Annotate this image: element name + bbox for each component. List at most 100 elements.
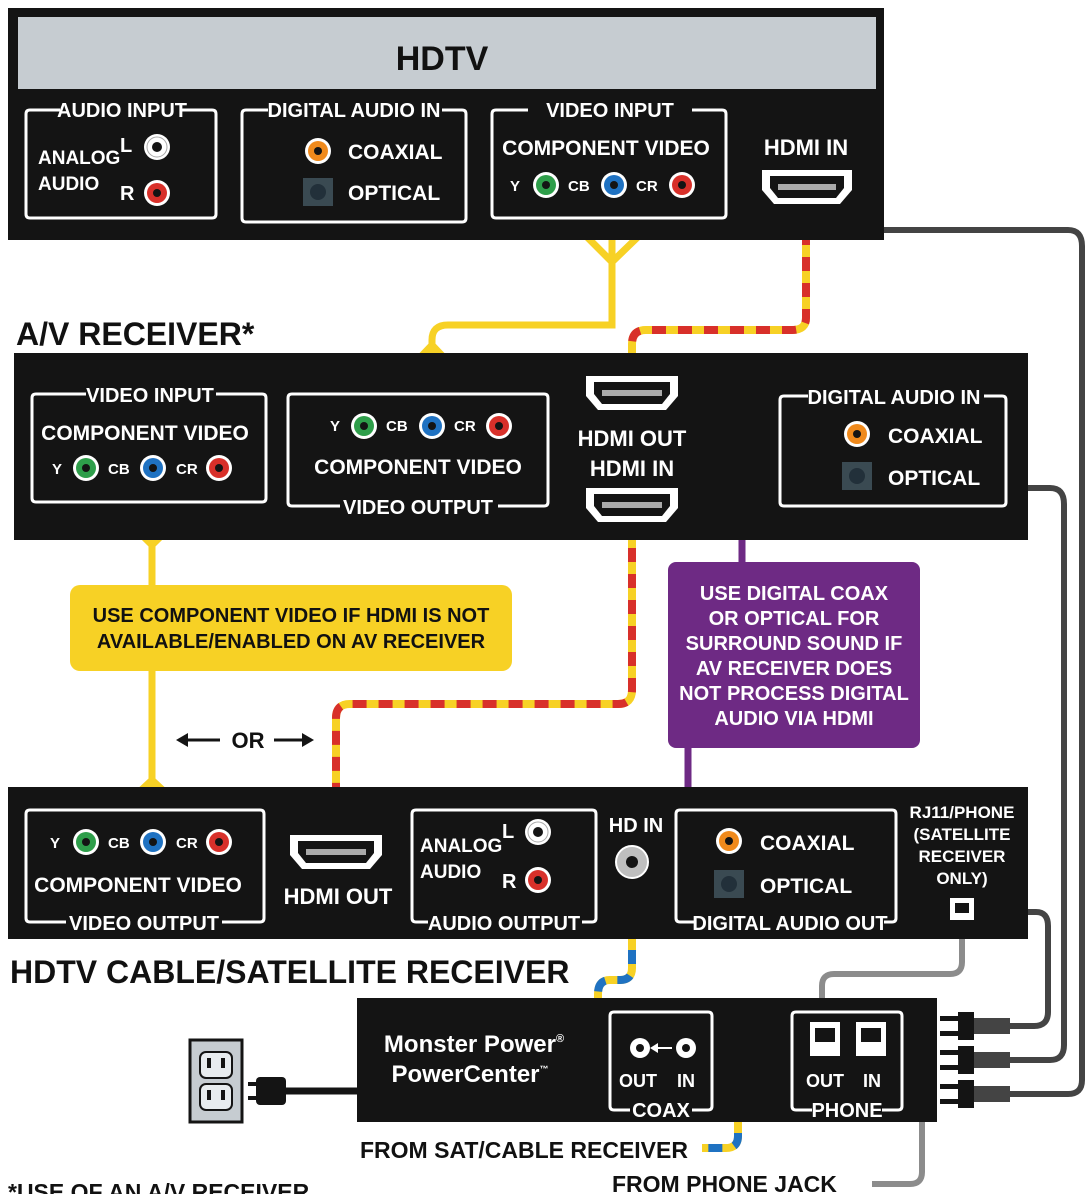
- receiver-out-cb-jack-icon[interactable]: [419, 413, 445, 439]
- rj11-label-line-4: ONLY): [936, 869, 987, 888]
- cablebox-video-output-group: VIDEO OUTPUT COMPONENT VIDEO Y CB CR: [24, 808, 266, 935]
- cr-label: CR: [636, 178, 658, 195]
- receiver-coaxial-jack-icon[interactable]: [844, 421, 870, 447]
- cable-box-title: HDTV CABLE/SATELLITE RECEIVER: [10, 954, 569, 990]
- digital-note-line-6: AUDIO VIA HDMI: [714, 708, 873, 730]
- receiver-in-y-jack-icon[interactable]: [73, 455, 99, 481]
- receiver-hdmi-out-label: HDMI OUT: [578, 426, 687, 451]
- power-center-brand: Monster Power®: [384, 1031, 564, 1058]
- hdtv-audio-input-label: AUDIO INPUT: [57, 100, 187, 122]
- hdtv-hdmi-port-icon[interactable]: [762, 170, 852, 204]
- power-cord-cablebox: [1010, 909, 1051, 1029]
- right-plug-2-icon: [940, 1046, 1010, 1074]
- audio-left-jack-icon[interactable]: [144, 134, 170, 160]
- component-video-note: USE COMPONENT VIDEO IF HDMI IS NOT AVAIL…: [70, 585, 512, 671]
- receiver-video-input-group: VIDEO INPUT COMPONENT VIDEO Y CB CR: [30, 385, 268, 504]
- cb-label: CB: [386, 418, 408, 435]
- audio-right-jack-icon[interactable]: [144, 180, 170, 206]
- right-channel-label: R: [502, 871, 517, 893]
- receiver-hdmi-out-port-icon[interactable]: [586, 376, 678, 410]
- hdtv-optical-port-icon[interactable]: [303, 178, 333, 206]
- hdtv-title: HDTV: [396, 40, 489, 78]
- phone-in-label: IN: [863, 1071, 881, 1091]
- from-phone-label: FROM PHONE JACK: [612, 1171, 837, 1194]
- audio-label: AUDIO: [420, 862, 481, 883]
- receiver-hdmi-in-label: HDMI IN: [590, 456, 674, 481]
- hdtv-cb-jack-icon[interactable]: [601, 172, 627, 198]
- right-channel-label: R: [120, 183, 135, 205]
- arrow-left-icon: [176, 733, 188, 747]
- receiver-digital-audio-group: DIGITAL AUDIO IN COAXIAL OPTICAL: [778, 387, 1008, 508]
- hdtv-digital-audio-label: DIGITAL AUDIO IN: [268, 100, 441, 122]
- hd-in-coax-port-icon[interactable]: [615, 845, 649, 879]
- receiver-component-out-label: COMPONENT VIDEO: [314, 456, 522, 479]
- cr-label: CR: [176, 461, 198, 478]
- receiver-out-y-jack-icon[interactable]: [351, 413, 377, 439]
- cr-label: CR: [454, 418, 476, 435]
- hdtv-header: [18, 17, 876, 89]
- phone-cable-to-receiver: [819, 922, 965, 1022]
- receiver-hdmi-in-port-icon[interactable]: [586, 488, 678, 522]
- power-center-coax-group: COAX OUT IN: [608, 1010, 714, 1122]
- coax-in-label: IN: [677, 1071, 695, 1091]
- right-plug-1-icon: [940, 1012, 1010, 1040]
- power-plug-icon: [248, 1077, 286, 1105]
- cablebox-optical-port-icon[interactable]: [714, 870, 744, 898]
- cablebox-digital-audio-group: DIGITAL AUDIO OUT COAXIAL OPTICAL: [674, 808, 898, 935]
- hdtv-component-label: COMPONENT VIDEO: [502, 137, 710, 160]
- analog-label: ANALOG: [420, 836, 502, 857]
- left-channel-label: L: [502, 821, 514, 843]
- hd-in-label: HD IN: [609, 815, 663, 837]
- digital-note-line-1: USE DIGITAL COAX: [700, 583, 889, 605]
- cablebox-audio-right-jack-icon[interactable]: [525, 867, 551, 893]
- receiver-in-cb-jack-icon[interactable]: [140, 455, 166, 481]
- cb-label: CB: [108, 835, 130, 852]
- receiver-optical-port-icon[interactable]: [842, 462, 872, 490]
- y-label: Y: [50, 835, 60, 852]
- phone-label: PHONE: [811, 1100, 882, 1122]
- phone-out-port-icon[interactable]: [810, 1022, 840, 1056]
- receiver-out-cr-jack-icon[interactable]: [486, 413, 512, 439]
- or-indicator: OR: [176, 728, 314, 753]
- cablebox-cb-jack-icon[interactable]: [140, 829, 166, 855]
- cb-label: CB: [568, 178, 590, 195]
- hdtv-cr-jack-icon[interactable]: [669, 172, 695, 198]
- cablebox-audio-left-jack-icon[interactable]: [525, 819, 551, 845]
- cablebox-y-jack-icon[interactable]: [73, 829, 99, 855]
- hdtv-panel: HDTV AUDIO INPUT ANALOG AUDIO L R DIGITA…: [8, 8, 884, 240]
- power-cord-receiver: [1010, 485, 1067, 1063]
- cablebox-coaxial-jack-icon[interactable]: [716, 828, 742, 854]
- hdtv-video-input-group: VIDEO INPUT COMPONENT VIDEO Y CB CR: [490, 100, 728, 220]
- rj11-label-line-2: (SATELLITE: [914, 825, 1011, 844]
- power-center-phone-group: PHONE OUT IN: [790, 1010, 904, 1122]
- analog-label: ANALOG: [38, 148, 120, 169]
- rj11-label-line-3: RECEIVER: [919, 847, 1006, 866]
- cablebox-optical-label: OPTICAL: [760, 875, 852, 898]
- hdtv-video-input-label: VIDEO INPUT: [546, 100, 674, 122]
- cablebox-hdmi-out-port-icon[interactable]: [290, 835, 382, 869]
- footnote-label: *USE OF AN A/V RECEIVER: [8, 1179, 310, 1194]
- wall-outlet-icon: [188, 1038, 244, 1124]
- hdtv-coaxial-jack-icon[interactable]: [305, 138, 331, 164]
- digital-note-line-4: AV RECEIVER DOES: [696, 658, 892, 680]
- digital-note-line-5: NOT PROCESS DIGITAL: [679, 683, 909, 705]
- rj11-phone-port-icon[interactable]: [950, 898, 974, 920]
- hdtv-coaxial-label: COAXIAL: [348, 141, 443, 164]
- power-center-model: PowerCenter™: [391, 1061, 548, 1088]
- phone-in-port-icon[interactable]: [856, 1022, 886, 1056]
- cb-label: CB: [108, 461, 130, 478]
- hdtv-y-jack-icon[interactable]: [533, 172, 559, 198]
- cable-box-panel: VIDEO OUTPUT COMPONENT VIDEO Y CB CR HDM…: [8, 787, 1028, 939]
- phone-out-label: OUT: [806, 1071, 844, 1091]
- receiver-component-in-label: COMPONENT VIDEO: [41, 422, 249, 445]
- y-label: Y: [52, 461, 62, 478]
- y-label: Y: [510, 178, 520, 195]
- cablebox-cr-jack-icon[interactable]: [206, 829, 232, 855]
- coax-out-label: OUT: [619, 1071, 657, 1091]
- hdtv-hdmi-in-label: HDMI IN: [764, 135, 848, 160]
- receiver-in-cr-jack-icon[interactable]: [206, 455, 232, 481]
- y-label: Y: [330, 418, 340, 435]
- or-label: OR: [232, 728, 265, 753]
- receiver-coaxial-label: COAXIAL: [888, 425, 983, 448]
